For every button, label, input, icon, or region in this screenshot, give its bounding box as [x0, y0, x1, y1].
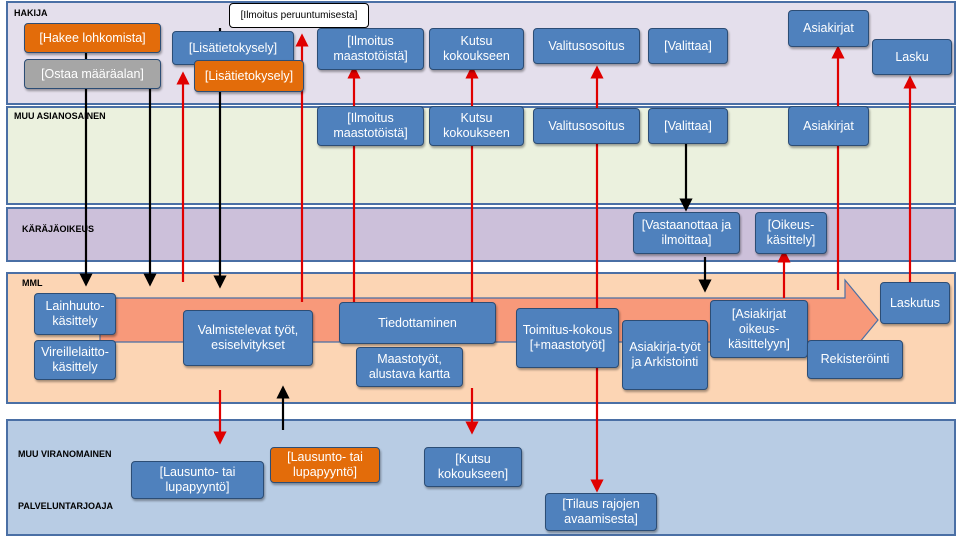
- box-muu-asiakirjat: Asiakirjat: [788, 106, 869, 146]
- box-vastaanottaa-ja-ilmoittaa: [Vastaanottaa ja ilmoittaa]: [633, 212, 740, 254]
- box-rekisterointi: Rekisteröinti: [807, 340, 903, 379]
- box-hakee-lohkomista: [Hakee lohkomista]: [24, 23, 161, 53]
- box-laskutus: Laskutus: [880, 282, 950, 324]
- lane-label-karajaoikeus: KÄRÄJÄOIKEUS: [22, 224, 95, 234]
- box-lainhuutokasittely: Lainhuuto-käsittely: [34, 293, 116, 335]
- lane-label-muu-asianosainen: MUU ASIANOSAINEN: [14, 111, 106, 121]
- box-hakija-lasku: Lasku: [872, 39, 952, 75]
- box-muu-kutsu-kokoukseen: Kutsu kokoukseen: [429, 106, 524, 146]
- box-vireillelaittokasittely: Vireillelaitto-käsittely: [34, 340, 116, 380]
- box-lausunto-tai-lupapyynto-2: [Lausunto- tai lupapyyntö]: [270, 447, 380, 483]
- lane-label-palveluntarjoaja: PALVELUNTARJOAJA: [18, 501, 114, 511]
- box-muu-ilmoitus-maastotoista: [Ilmoitus maastotöistä]: [317, 106, 424, 146]
- box-hakija-valitusosoitus: Valitusosoitus: [533, 28, 640, 64]
- box-viranomainen-kutsu-kokoukseen: [Kutsu kokoukseen]: [424, 447, 522, 487]
- box-valmistelevat-tyot: Valmistelevat työt, esiselvitykset: [183, 310, 313, 366]
- box-muu-valitusosoitus: Valitusosoitus: [533, 108, 640, 144]
- lane-label-mml: MML: [22, 278, 43, 288]
- box-hakija-asiakirjat: Asiakirjat: [788, 10, 869, 47]
- box-asiakirjatyot-ja-arkistointi: Asiakirja-työt ja Arkistointi: [622, 320, 708, 390]
- lane-label-hakija: HAKIJA: [14, 8, 48, 18]
- box-hakija-valittaa: [Valittaa]: [648, 28, 728, 64]
- box-toimituskokous: Toimitus-kokous [+maastotyöt]: [516, 308, 619, 368]
- box-lausunto-tai-lupapyynto-1: [Lausunto- tai lupapyyntö]: [131, 461, 264, 499]
- box-tilaus-rajojen-avaamisesta: [Tilaus rajojen avaamisesta]: [545, 493, 657, 531]
- box-lisatietokysely-orange: [Lisätietokysely]: [194, 60, 304, 92]
- box-hakija-kutsu-kokoukseen: Kutsu kokoukseen: [429, 28, 524, 70]
- box-ilmoitus-peruuntumisesta: [Ilmoitus peruuntumisesta]: [229, 3, 369, 28]
- box-tiedottaminen: Tiedottaminen: [339, 302, 496, 344]
- lane-label-muu-viranomainen: MUU VIRANOMAINEN: [18, 449, 112, 459]
- box-lisatietokysely-blue: [Lisätietokysely]: [172, 31, 294, 65]
- box-hakija-ilmoitus-maastotoista: [Ilmoitus maastotöistä]: [317, 28, 424, 70]
- box-muu-valittaa: [Valittaa]: [648, 108, 728, 144]
- box-ostaa-maaraalan: [Ostaa määräalan]: [24, 59, 161, 89]
- box-asiakirjat-oikeuskasittelyyn: [Asiakirjat oikeus-käsittelyyn]: [710, 300, 808, 358]
- box-maastotyot: Maastotyöt, alustava kartta: [356, 347, 463, 387]
- box-oikeuskasittely: [Oikeus-käsittely]: [755, 212, 827, 254]
